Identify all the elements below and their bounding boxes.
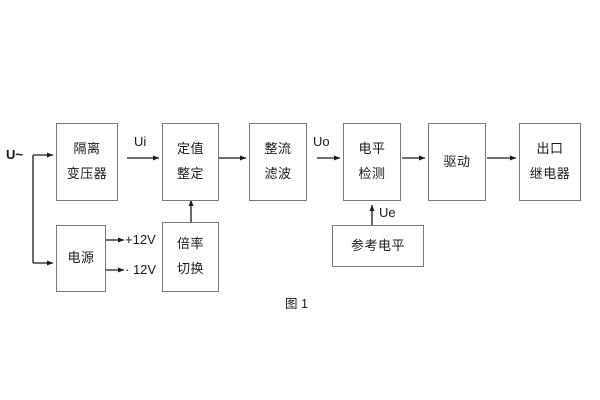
block-label-line2: 滤波 <box>264 166 292 181</box>
block-reference-level[interactable]: 参考电平 <box>332 225 424 267</box>
figure-caption: 图 1 <box>285 297 308 311</box>
signal-label-ui: Ui <box>134 134 147 149</box>
block-output-relay[interactable]: 出口 继电器 <box>519 123 581 201</box>
signal-label-rail-negative: · 12V <box>125 262 157 277</box>
block-label-line1: 出口 <box>536 141 564 157</box>
signal-label-uo: Uo <box>313 134 330 149</box>
signal-label-input-source: U~ <box>6 147 23 162</box>
block-isolation-transformer[interactable]: 隔离 变压器 <box>56 123 118 201</box>
block-label-line1: 定值 <box>176 141 204 157</box>
block-label-line1: 驱动 <box>443 153 471 169</box>
block-label-line2: 变压器 <box>66 166 108 181</box>
block-label-line2: 整定 <box>176 166 204 181</box>
block-driver[interactable]: 驱动 <box>428 123 486 201</box>
block-label-line2: 继电器 <box>529 166 571 181</box>
block-level-detect[interactable]: 电平 检测 <box>343 123 401 201</box>
block-label-line1: 电源 <box>67 250 95 266</box>
block-multiplier-switch[interactable]: 倍率 切换 <box>162 222 219 292</box>
signal-label-ue: Ue <box>379 205 396 220</box>
block-label-line1: 隔离 <box>73 141 101 157</box>
block-rectify-filter[interactable]: 整流 滤波 <box>249 123 307 201</box>
block-label-line2: 检测 <box>358 166 386 181</box>
block-label-line2: 切换 <box>176 261 204 276</box>
block-label-line1: 电平 <box>358 141 386 157</box>
block-power-supply[interactable]: 电源 <box>56 225 106 292</box>
signal-label-rail-positive: +12V <box>125 232 156 247</box>
block-label-line1: 倍率 <box>176 236 204 252</box>
block-label-line1: 整流 <box>264 141 292 157</box>
block-setting-value[interactable]: 定值 整定 <box>162 123 219 201</box>
block-label-line1: 参考电平 <box>350 237 405 253</box>
